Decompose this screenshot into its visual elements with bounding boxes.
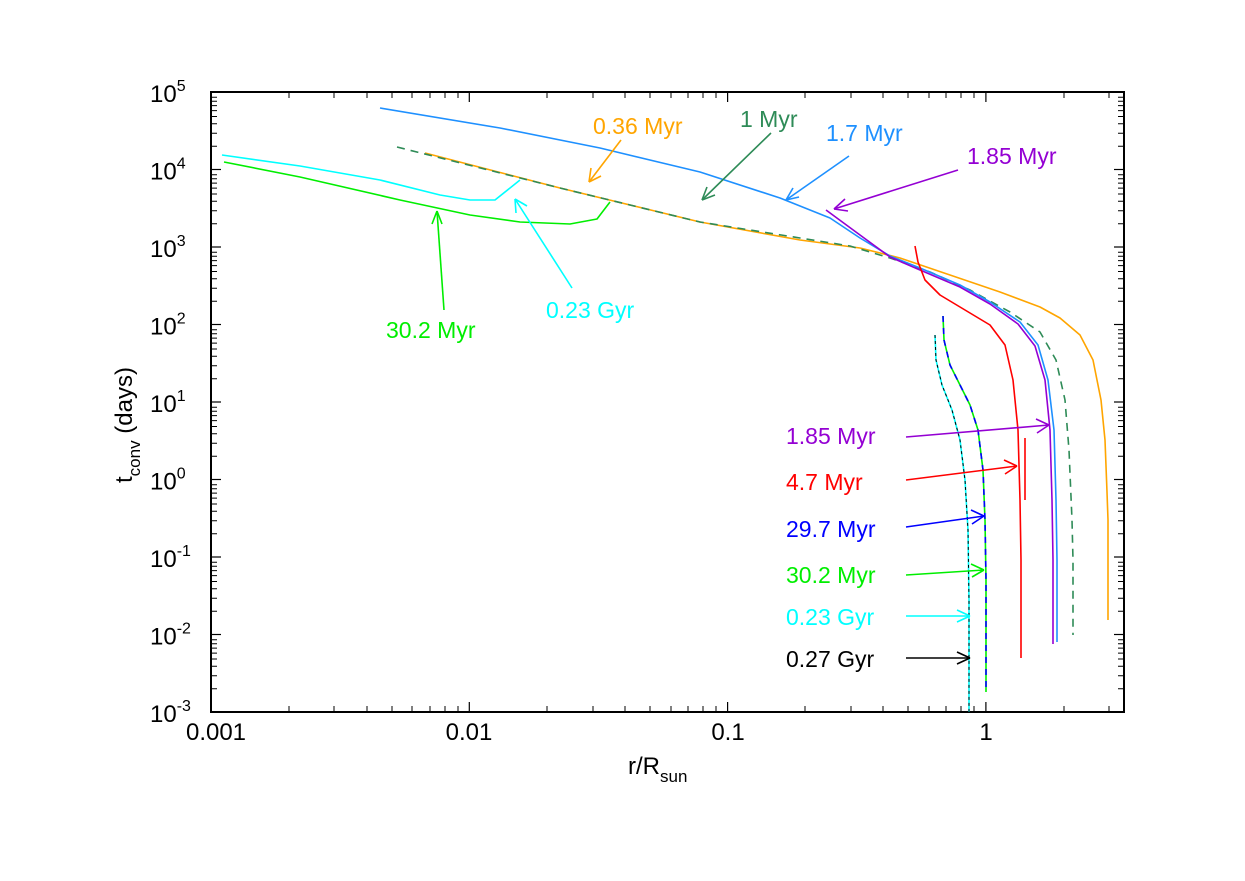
label-0.36myr: 0.36 Myr: [593, 113, 683, 139]
x-tick-labels: 0.001 0.01 0.1 1: [186, 719, 993, 746]
series-1.7myr: [379, 107, 1058, 642]
arrow-0.23gyr: [906, 609, 971, 623]
series-0.27gyr: [934, 334, 970, 712]
series-30.2myr-envelope: [942, 315, 987, 692]
y-tick-1e2: 102: [150, 311, 186, 341]
y-tick-1e0: 100: [150, 466, 186, 496]
plot-frame: [210, 91, 1125, 713]
series-4.7myr: [914, 245, 1022, 658]
arrow-0.23gyr-left: [514, 198, 573, 289]
x-tick-0.01: 0.01: [446, 719, 493, 746]
y-tick-1e-2: 10-2: [150, 621, 191, 651]
curves: [221, 107, 1109, 712]
arrow-1.85myr: [905, 418, 1050, 438]
y-axis-minor-ticks: [211, 96, 1124, 690]
label-1.85myr-top: 1.85 Myr: [967, 143, 1057, 169]
label-29.7myr: 29.7 Myr: [786, 516, 876, 542]
arrow-0.36myr: [588, 139, 622, 183]
y-axis-title: tconv (days): [111, 367, 144, 483]
y-tick-1e5: 105: [150, 78, 186, 108]
arrow-29.7myr: [905, 509, 985, 528]
y-tick-1e-3: 10-3: [150, 698, 191, 728]
annotation-labels: 0.36 Myr 1 Myr 1.7 Myr 1.85 Myr 30.2 Myr…: [386, 106, 1057, 672]
label-30.2myr-left: 30.2 Myr: [386, 317, 476, 343]
label-0.27gyr: 0.27 Gyr: [786, 646, 875, 672]
y-tick-labels: 105 104 103 102 101 100 10-1 10-2 10-3: [150, 78, 191, 728]
y-tick-1e1: 101: [150, 388, 186, 418]
arrow-30.2myr: [905, 563, 985, 578]
arrow-1.7myr: [785, 155, 850, 201]
arrow-30.2myr-left: [431, 210, 445, 311]
series-1myr: [396, 146, 1074, 635]
y-tick-1e3: 103: [150, 233, 186, 263]
y-axis-ticks: [211, 168, 1124, 636]
series-30.2myr-core: [223, 161, 611, 225]
label-1.85myr: 1.85 Myr: [786, 423, 876, 449]
label-30.2myr: 30.2 Myr: [786, 562, 876, 588]
label-1myr: 1 Myr: [740, 106, 798, 132]
arrow-0.27gyr: [906, 651, 971, 665]
arrow-1.85myr-top: [833, 169, 959, 212]
x-axis-title: r/Rsun: [628, 753, 687, 786]
series-29.7myr: [942, 315, 987, 692]
x-tick-0.1: 0.1: [711, 719, 744, 746]
series-0.36myr: [424, 152, 1109, 620]
series-0.23gyr-core: [221, 154, 521, 201]
label-0.23gyr-left: 0.23 Gyr: [546, 297, 635, 323]
x-tick-1: 1: [979, 719, 992, 746]
label-1.7myr: 1.7 Myr: [826, 120, 903, 146]
label-0.23gyr: 0.23 Gyr: [786, 604, 875, 630]
arrow-1myr: [701, 132, 772, 201]
series-1.85myr: [825, 209, 1054, 644]
x-tick-0.001: 0.001: [186, 719, 246, 746]
x-axis-ticks: [288, 92, 1110, 712]
y-tick-1e-1: 10-1: [150, 543, 191, 573]
arrow-4.7myr: [905, 459, 1018, 481]
label-4.7myr: 4.7 Myr: [786, 469, 863, 495]
annotation-arrows: [431, 132, 1050, 665]
y-tick-1e4: 104: [150, 156, 186, 186]
